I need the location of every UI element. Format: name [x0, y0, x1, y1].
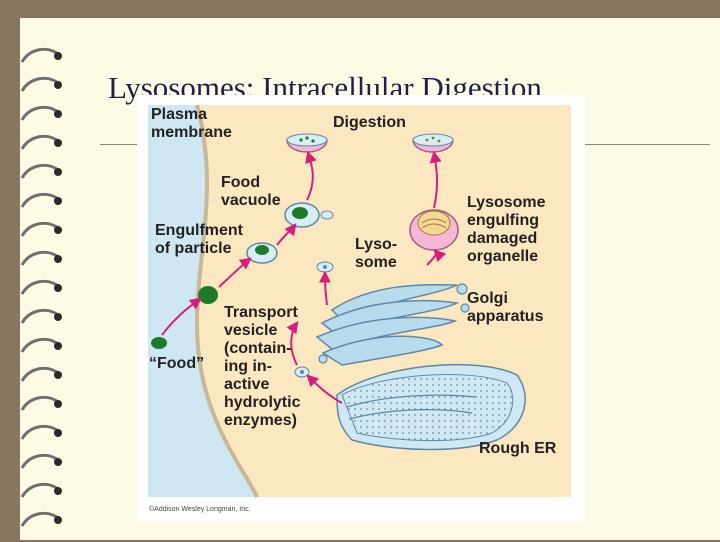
membrane-engulfment	[198, 286, 218, 304]
golgi-apparatus	[315, 283, 470, 366]
copyright-credit: ©Addison Wesley Longman, Inc.	[149, 505, 251, 513]
label-engulfment: Engulfment of particle	[155, 222, 247, 257]
food-particle	[151, 337, 167, 349]
binding-ring	[20, 47, 62, 63]
plasma-membrane	[195, 104, 259, 498]
label-lysosome-engulfing: Lysosome engulfing damaged organelle	[467, 194, 550, 265]
binding-ring	[20, 453, 62, 469]
binding-ring	[20, 192, 62, 208]
food-vacuole	[284, 202, 334, 228]
binding-ring	[20, 395, 62, 411]
binding-ring	[20, 308, 62, 324]
lysosome	[316, 261, 334, 273]
binding-ring	[20, 279, 62, 295]
lysosome-diagram: Plasma membrane Digestion Food vacuole E…	[137, 95, 585, 521]
spiral-binding	[20, 47, 62, 527]
binding-ring	[20, 250, 62, 266]
lysosome-engulfing-organelle	[409, 209, 459, 251]
binding-ring	[20, 163, 62, 179]
binding-ring	[20, 511, 62, 527]
diagram-canvas: Plasma membrane Digestion Food vacuole E…	[148, 104, 571, 513]
label-lysosome: Lyso- some	[355, 236, 402, 271]
label-food: “Food”	[149, 355, 204, 372]
label-digestion: Digestion	[333, 114, 406, 131]
label-plasma-membrane: Plasma membrane	[151, 106, 232, 141]
label-golgi: Golgi apparatus	[467, 290, 544, 325]
label-food-vacuole: Food vacuole	[221, 174, 281, 209]
rough-er	[336, 363, 526, 451]
transport-vesicle	[294, 366, 310, 378]
binding-ring	[20, 105, 62, 121]
digestion-vesicle-left	[286, 133, 328, 153]
binding-ring	[20, 366, 62, 382]
binding-ring	[20, 424, 62, 440]
label-rough-er: Rough ER	[479, 440, 557, 457]
binding-ring	[20, 482, 62, 498]
binding-ring	[20, 221, 62, 237]
binding-ring	[20, 134, 62, 150]
digestion-vesicle-right	[412, 133, 454, 153]
engulfed-particle	[246, 242, 278, 264]
pathway-arrows	[161, 150, 447, 404]
label-transport-vesicle: Transport vesicle (contain- ing in- acti…	[224, 304, 305, 429]
binding-ring	[20, 76, 62, 92]
binding-ring	[20, 337, 62, 353]
